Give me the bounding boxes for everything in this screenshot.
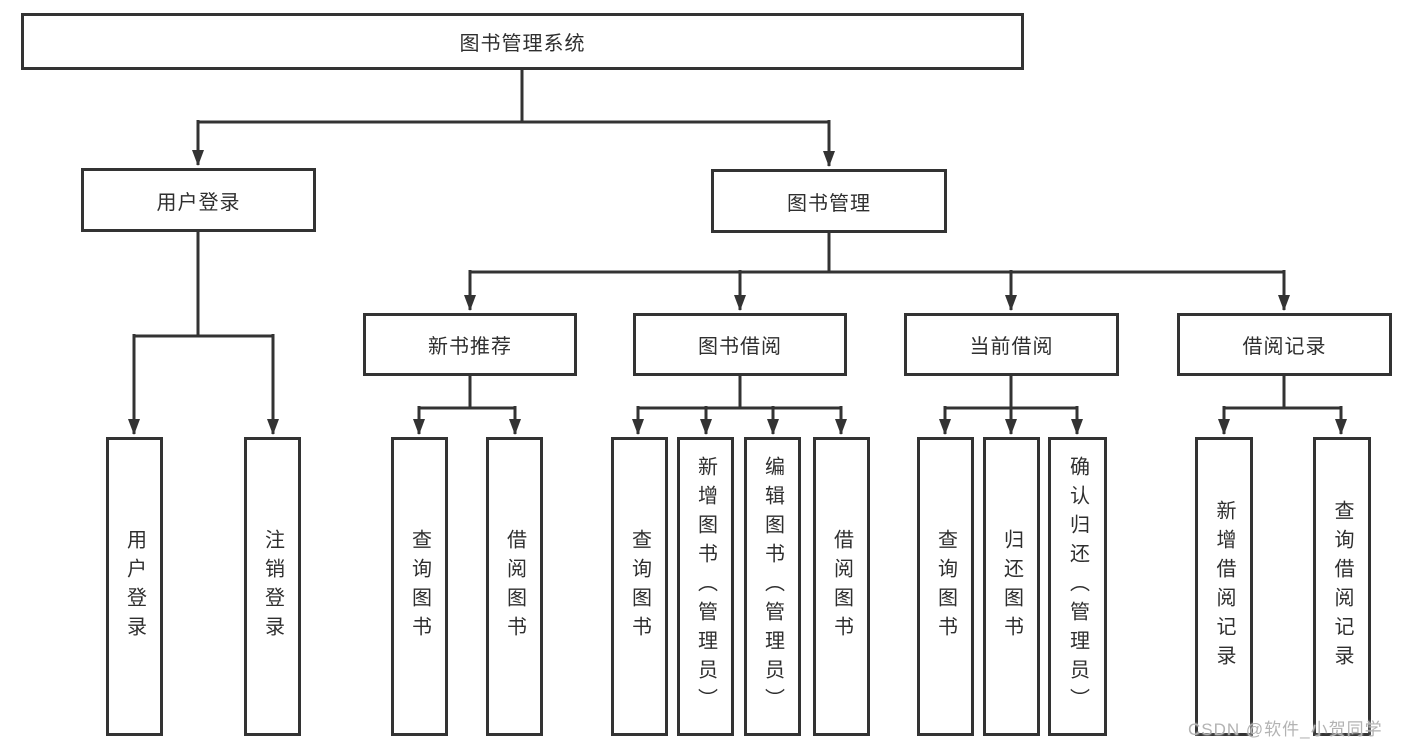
leaf-label: 归还图书 [1000,528,1023,645]
leaf-borrow-books-borrowing: 借阅图书 [813,437,870,736]
leaf-add-books-admin: 新增图书（管理员） [677,437,734,736]
node-label: 图书管理系统 [459,33,586,55]
node-label: 图书借阅 [698,336,782,358]
node-new-book-recommendation: 新书推荐 [363,313,577,376]
leaf-label: 新增借阅记录 [1213,499,1235,674]
leaf-label: 查询图书 [408,528,431,645]
leaf-add-borrow-record: 新增借阅记录 [1195,437,1253,736]
node-label: 图书管理 [787,192,871,215]
node-label: 新书推荐 [428,336,512,358]
leaf-edit-books-admin: 编辑图书（管理员） [744,437,801,736]
leaf-label: 查询图书 [628,528,651,645]
leaf-user-login: 用户登录 [106,437,163,736]
leaf-query-books-current: 查询图书 [917,437,974,736]
node-current-borrowing: 当前借阅 [904,313,1119,376]
leaf-label: 注销登录 [261,528,284,645]
node-borrowing-records: 借阅记录 [1177,313,1392,376]
node-book-management: 图书管理 [711,169,947,233]
leaf-label: 新增图书（管理员） [694,456,717,717]
watermark: CSDN @软件_小贺同学 [1188,720,1383,739]
leaf-query-books-borrowing: 查询图书 [611,437,668,736]
leaf-query-books-recommend: 查询图书 [391,437,448,736]
leaf-label: 确认归还（管理员） [1066,456,1089,717]
leaf-label: 编辑图书（管理员） [761,456,784,717]
leaf-label: 借阅图书 [503,528,526,645]
leaf-logout: 注销登录 [244,437,301,736]
node-library-management-system: 图书管理系统 [21,13,1024,70]
node-label: 当前借阅 [969,336,1054,358]
leaf-borrow-books-recommend: 借阅图书 [486,437,543,736]
node-book-borrowing: 图书借阅 [633,313,847,376]
node-label: 用户登录 [156,191,241,214]
leaf-label: 查询借阅记录 [1331,499,1353,674]
leaf-return-books: 归还图书 [983,437,1040,736]
leaf-query-borrow-record: 查询借阅记录 [1313,437,1371,736]
node-label: 借阅记录 [1242,336,1327,358]
node-user-login: 用户登录 [81,168,316,232]
leaf-label: 用户登录 [123,528,146,645]
leaf-label: 查询图书 [934,528,957,645]
leaf-confirm-return-admin: 确认归还（管理员） [1048,437,1107,736]
leaf-label: 借阅图书 [830,528,853,645]
